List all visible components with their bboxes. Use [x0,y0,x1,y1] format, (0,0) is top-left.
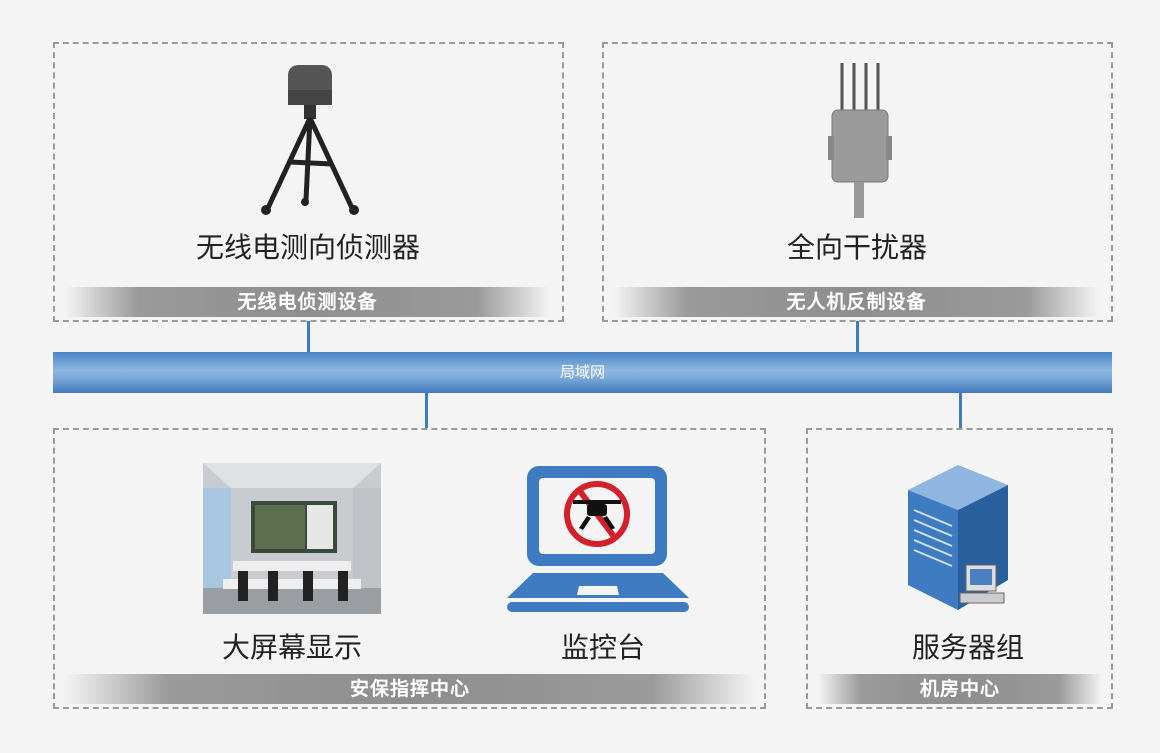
group-banner: 无人机反制设备 [614,287,1099,317]
group-security-command-center [53,428,766,709]
group-banner: 安保指挥中心 [65,674,755,704]
connector-line [307,321,310,352]
server-tower-icon [908,465,1008,610]
group-banner: 无线电侦测设备 [65,287,550,317]
device-label: 大屏幕显示 [221,631,362,664]
device-label: 无线电测向侦测器 [195,231,420,264]
lan-bus: 局域网 [53,352,1112,393]
connector-line [959,393,962,428]
laptop-no-drone-icon [507,466,689,612]
connector-line [856,321,859,352]
group-banner: 机房中心 [818,674,1102,704]
device-label: 服务器组 [911,631,1024,664]
device-label: 全向干扰器 [786,231,927,264]
jammer-antenna-icon [828,63,892,218]
direction-finder-tripod-icon [261,65,359,215]
group-server-room [806,428,1113,709]
connector-line [425,393,428,428]
device-label: 监控台 [560,631,645,664]
control-room-photo [203,463,381,614]
